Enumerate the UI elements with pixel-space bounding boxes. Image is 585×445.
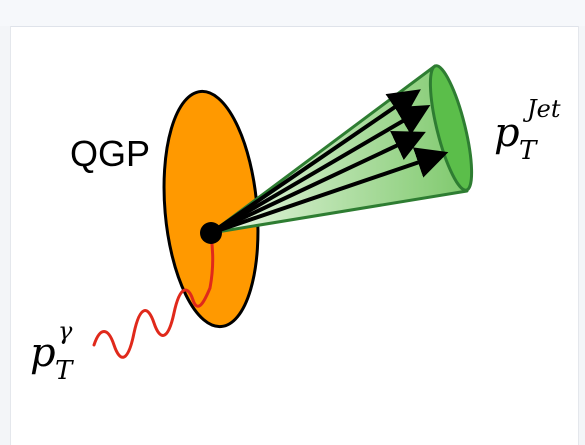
jet-pt-label-sup: Jet [522,95,561,123]
photon-pt-label-sup: γ [58,317,73,345]
photon-pt-label-main: p [30,330,56,376]
interaction-vertex [200,222,222,244]
jet-arrow-4 [210,147,449,235]
qgp-label: QGP [70,133,150,174]
photon-wave-line [92,234,215,359]
right-page-edge [578,26,585,445]
jet-arrow-3 [210,131,426,235]
jet-pt-label-sub: T [519,136,538,166]
jet-arrow-1 [209,89,421,235]
jet-arrow-2 [209,104,431,235]
photon-pt-label-sub: T [55,356,74,386]
jet-pt-label-main: p [494,110,520,156]
jet-cone-cap [428,64,474,192]
top-toolbar-strip [0,0,585,27]
left-page-edge [0,26,11,445]
